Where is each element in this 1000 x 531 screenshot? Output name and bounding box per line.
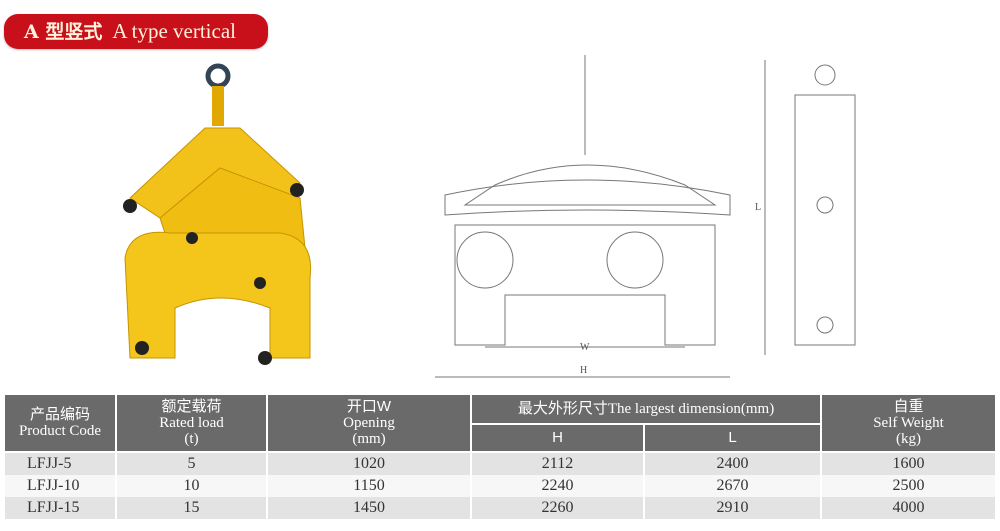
h-label: H bbox=[580, 365, 587, 376]
cell-h: 2240 bbox=[470, 475, 645, 497]
clamp-photo bbox=[123, 63, 312, 365]
cell-code: LFJJ-5 bbox=[3, 452, 117, 475]
cell-load: 5 bbox=[115, 452, 268, 475]
cell-l: 2670 bbox=[642, 475, 823, 497]
cell-weight: 1600 bbox=[820, 452, 997, 475]
title-banner: A 型竖式 A type vertical bbox=[4, 14, 268, 49]
cell-opening: 1450 bbox=[266, 497, 472, 519]
header-largest-dimension: 最大外形尺寸The largest dimension(mm) bbox=[469, 393, 823, 425]
cell-opening: 1020 bbox=[266, 452, 472, 475]
table-row: LFJJ-10 10 1150 2240 2670 2500 bbox=[3, 475, 997, 497]
cell-code: LFJJ-15 bbox=[3, 497, 117, 519]
dimension-drawing: W H L bbox=[435, 55, 856, 378]
cell-h: 2112 bbox=[470, 452, 645, 475]
cell-load: 10 bbox=[115, 475, 268, 497]
cell-code: LFJJ-10 bbox=[3, 475, 117, 497]
header-h: H bbox=[470, 423, 645, 453]
w-label: W bbox=[580, 342, 590, 353]
cell-weight: 4000 bbox=[820, 497, 997, 519]
cell-l: 2910 bbox=[642, 497, 823, 519]
cell-l: 2400 bbox=[642, 452, 823, 475]
l-label: L bbox=[755, 202, 761, 213]
table-row: LFJJ-5 5 1020 2112 2400 1600 bbox=[3, 452, 997, 475]
title-en: A type vertical bbox=[112, 19, 236, 43]
table-row: LFJJ-15 15 1450 2260 2910 4000 bbox=[3, 497, 997, 519]
header-l: L bbox=[642, 423, 823, 453]
cell-opening: 1150 bbox=[266, 475, 472, 497]
cell-weight: 2500 bbox=[820, 475, 997, 497]
title-cn: A 型竖式 bbox=[24, 21, 103, 43]
cell-h: 2260 bbox=[470, 497, 645, 519]
cell-load: 15 bbox=[115, 497, 268, 519]
